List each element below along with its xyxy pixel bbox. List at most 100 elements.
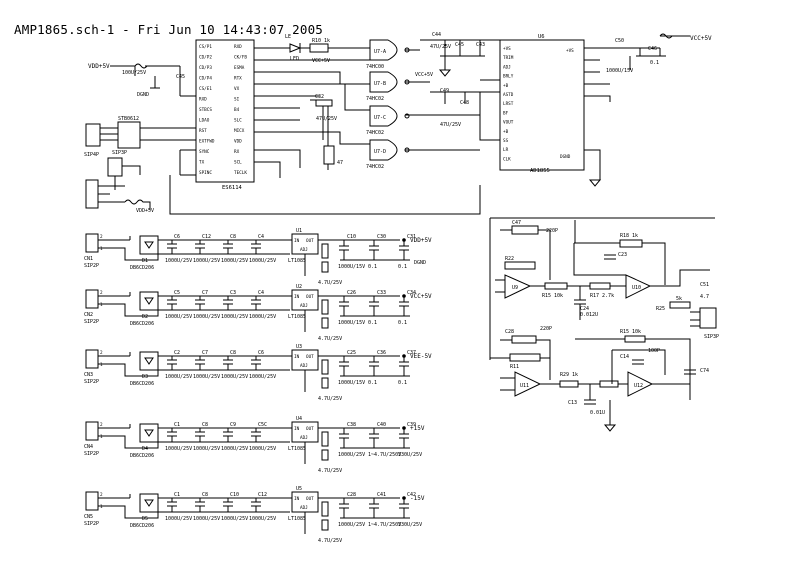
led-icon	[289, 43, 302, 53]
u6-left-pin: ASTD	[503, 92, 514, 98]
bridge-part: DB6CD206	[130, 453, 154, 459]
led-label: LED	[290, 56, 299, 62]
regulator-pin: ADJ	[300, 363, 308, 369]
gate-part: 74HC02	[366, 164, 384, 170]
cap-value: 1000U/25V	[193, 446, 220, 452]
cap-c42	[511, 335, 537, 344]
gate-part: 74HC02	[366, 130, 384, 136]
u6-left-pin: +B	[503, 129, 509, 135]
es6-right-pin: B4	[234, 107, 240, 113]
u6-left-pin: +VS	[503, 46, 511, 52]
gate-ref: U7-C	[374, 115, 386, 121]
cap-value: 1000U/25V	[165, 374, 192, 380]
regulator-pin: ADJ	[300, 247, 308, 253]
es6-right-pin: MICX	[234, 128, 245, 134]
rail-label: VCC+5V	[410, 293, 432, 300]
top-cap-bank: C44 C45 C43 47U/25V VCC+5V C50 C46 1000U…	[415, 32, 712, 141]
stb-label: STB0612	[118, 116, 139, 122]
cap-value: 1000U/25V	[193, 258, 220, 264]
u6-left-pin: VOUT	[503, 120, 514, 126]
r10-label: R10 1k	[312, 38, 330, 44]
cap-value: 1000U/25V	[338, 522, 365, 528]
u6-left-pin: BRLY	[503, 74, 514, 80]
cap-value: 1000U/15V	[338, 320, 365, 326]
cap-ref: C37	[407, 350, 416, 356]
es6-right-pin: VX	[234, 86, 240, 92]
diode-icon	[144, 297, 154, 305]
cap-ref: C4	[258, 290, 264, 296]
regulator-pin: OUT	[306, 294, 314, 300]
es6-left-pin: CS/E1	[199, 86, 212, 92]
adj-cap-value: 4.7U/25V	[318, 396, 342, 402]
connector-icon	[85, 289, 99, 309]
es6-right-pin: RTX	[234, 76, 242, 82]
cap-47u-lower: 47U/25V	[440, 122, 461, 128]
diode-icon	[144, 241, 154, 249]
es6-left-pin: SYNC	[199, 149, 210, 155]
cap-value: 330U/25V	[398, 452, 422, 458]
c46-value: 0.1	[650, 60, 659, 66]
gate-part: 74HC02	[366, 96, 384, 102]
u6-right-pin: DGND	[560, 154, 571, 160]
c50-label: C50	[615, 38, 624, 44]
reg-wire	[290, 355, 400, 392]
inductor-top	[134, 63, 148, 69]
cap-value: 1000U/25V	[221, 314, 248, 320]
cap-47u-label: 47U/25V	[430, 44, 451, 50]
rail-wire	[129, 236, 290, 261]
gate-ref: U7-D	[374, 149, 386, 155]
connector-type: SIP2P	[84, 379, 99, 385]
connector-type: SIP2P	[84, 319, 99, 325]
cap-ref: C8	[202, 422, 208, 428]
es6-right-pin: SCL	[234, 160, 242, 166]
regulator-pin: IN	[294, 238, 300, 244]
c74-label: C74	[700, 368, 709, 374]
regulator-pin: OUT	[306, 354, 314, 360]
cap-value: 1000U/25V	[193, 516, 220, 522]
regulator-pin: OUT	[306, 496, 314, 502]
c13-value: 0.01U	[590, 410, 605, 416]
diode-icon	[144, 429, 154, 437]
cap-value: 0.1	[368, 380, 377, 386]
junction	[402, 496, 406, 500]
chip-u6: U6 AD1855 +VSTRIMADJBRLY+BASTDLRSTBFVOUT…	[499, 34, 620, 187]
vcc-label-vert: VCC+5V	[415, 72, 433, 78]
cap-ref: C41	[377, 492, 386, 498]
u6-left-pin: TRIM	[503, 55, 514, 61]
rail-wire	[129, 292, 290, 317]
connector-ref: CN5	[84, 514, 93, 520]
cap-value: 1000U/25V	[165, 258, 192, 264]
es6-left-pin: CD/P3	[199, 65, 212, 71]
wire	[98, 497, 140, 519]
es6-left-pin: CD/P2	[199, 55, 212, 61]
pin-number: 2	[100, 422, 103, 428]
dgnd-label: DGND	[137, 92, 149, 98]
reg-wire	[290, 295, 400, 332]
cap-ref: C25	[347, 350, 356, 356]
cap-ref: C40	[377, 422, 386, 428]
cap-value: 1000U/25V	[249, 446, 276, 452]
es6-left-pin: CS/P1	[199, 44, 212, 50]
regulator-ref: U2	[296, 284, 302, 290]
bridge-part: DB6CD206	[130, 523, 154, 529]
regulator-part: LT1085	[288, 314, 306, 320]
u9-ref: U9	[512, 285, 518, 291]
es6-left-pins: CS/P1CD/P2CD/P3CD/P4CS/E1RXDSTBCSLDAORST…	[199, 44, 215, 176]
r15-label: R15 10k	[542, 293, 563, 299]
u6-left-pin: ADJ	[503, 64, 511, 70]
cap-value: 0.1	[368, 320, 377, 326]
cap-value: 1000U/25V	[165, 516, 192, 522]
bridge-ref: D5	[142, 516, 148, 522]
rail-wire	[129, 352, 290, 377]
c47-value: 220P	[546, 228, 558, 234]
cap-ref: C36	[377, 350, 386, 356]
regulator-pin: IN	[294, 426, 300, 432]
vcc-label-led: VCC+5V	[312, 58, 330, 64]
cap-value: 1000U/25V	[221, 446, 248, 452]
r25-label: R25	[656, 306, 665, 312]
u6-right-pin: +VS	[566, 48, 574, 54]
c44-label: C44	[432, 32, 441, 38]
cap-ref: C42	[407, 492, 416, 498]
cap-ref: C8	[202, 492, 208, 498]
c23-label: C23	[618, 252, 627, 258]
